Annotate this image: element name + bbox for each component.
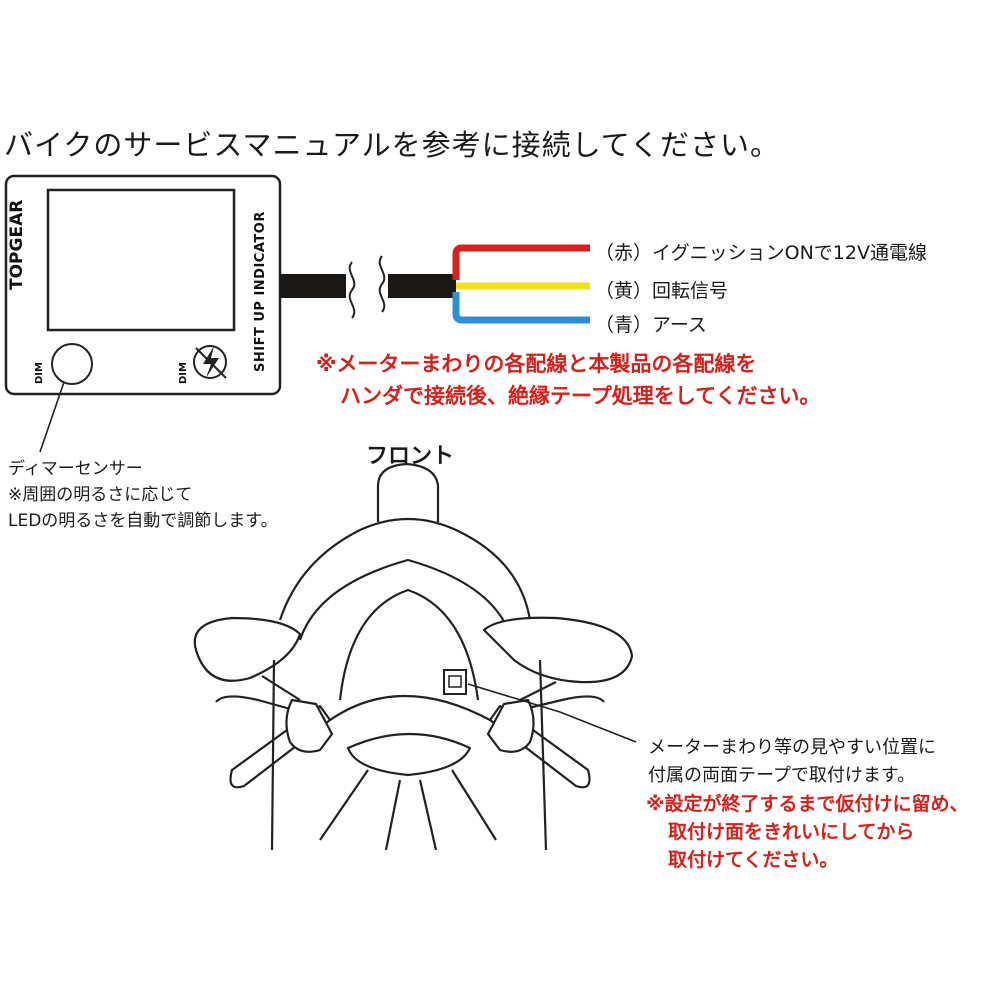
mount-note-line-1: メーターまわり等の見やすい位置に (648, 737, 936, 758)
dim-lightning-icon (193, 345, 227, 379)
mount-warning-line-1: ※設定が終了するまで仮付けに留め、 (646, 793, 969, 815)
led-display-window (46, 188, 236, 332)
dimmer-note-line-1: ディマーセンサー (8, 459, 143, 479)
dimmer-note-line-2: ※周囲の明るさに応じて (8, 485, 193, 505)
mount-warning-line-2: 取付け面をきれいにしてから (668, 821, 915, 843)
wire-blue (452, 292, 590, 324)
wire-label-red: （赤）イグニッションONで12V通電線 (595, 242, 927, 264)
model-label: SHIFT UP INDICATOR (253, 211, 268, 372)
page-title: バイクのサービスマニュアルを参考に接続してください。 (4, 128, 780, 162)
mounted-indicator (443, 669, 467, 695)
brand-logo: TOPGEAR (7, 200, 27, 290)
cable (280, 255, 456, 319)
motorcycle-illustration (193, 462, 634, 851)
indicator-device: TOPGEAR SHIFT UP INDICATOR DIM DIM (4, 174, 282, 396)
brand-logo-text: TOPGEAR (7, 200, 27, 290)
wiring-warning-line-1: ※メーターまわりの各配線と本製品の各配線を (316, 352, 757, 376)
mount-warning-line-3: 取付けてください。 (668, 849, 839, 871)
dim-label-right: DIM (178, 362, 189, 384)
mount-note-line-2: 付属の両面テープで取付けます。 (648, 765, 916, 786)
mount-leader-line (467, 683, 637, 743)
dimmer-leader-line (39, 381, 65, 453)
dimmer-note-line-3: LEDの明るさを自動で調節します。 (8, 511, 278, 531)
wiring-warning-line-2: ハンダで接続後、絶縁テープ処理をしてください。 (340, 384, 821, 408)
wire-label-blue: （青）アース (595, 314, 707, 336)
dim-label-left: DIM (34, 362, 45, 384)
mount-warning: ※設定が終了するまで仮付けに留め、 取付け面をきれいにしてから 取付けてください… (646, 790, 968, 874)
wire-label-yellow: （黄）回転信号 (595, 280, 729, 302)
mount-note: メーターまわり等の見やすい位置に 付属の両面テープで取付けます。 (648, 734, 936, 790)
dimmer-sensor (51, 343, 93, 385)
wire-red (452, 244, 590, 280)
dimmer-note: ディマーセンサー ※周囲の明るさに応じて LEDの明るさを自動で調節します。 (8, 456, 278, 534)
wire-leads (452, 244, 590, 324)
front-label: フロント (366, 444, 455, 469)
